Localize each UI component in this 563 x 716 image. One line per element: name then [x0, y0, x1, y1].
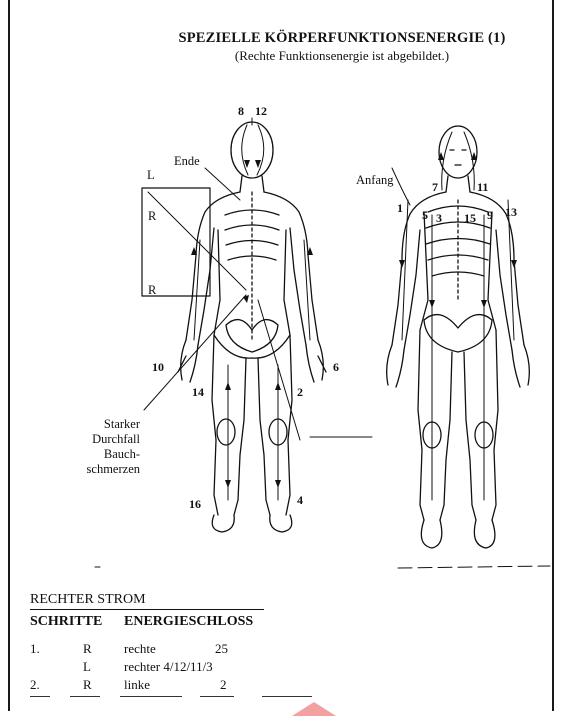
- accent-triangle: [292, 702, 336, 716]
- number-11: 11: [477, 180, 488, 195]
- number-8: 8: [238, 104, 244, 119]
- row1-value: 25: [215, 641, 228, 657]
- label-ende: Ende: [174, 154, 200, 169]
- row3-side: R: [83, 677, 92, 693]
- number-10: 10: [152, 360, 164, 375]
- number-6: 6: [333, 360, 339, 375]
- number-3: 3: [436, 211, 442, 226]
- row-rule-5: [262, 696, 312, 697]
- number-9: 9: [487, 208, 493, 223]
- row2-lock: rechter 4/12/11/3: [124, 659, 213, 675]
- row-rule-1: [30, 696, 50, 697]
- note-line-4: schmerzen: [87, 462, 140, 477]
- front-body-figure: [387, 126, 530, 548]
- row1-lock: rechte: [124, 641, 156, 657]
- label-l: L: [147, 168, 155, 183]
- number-12: 12: [255, 104, 267, 119]
- label-anfang: Anfang: [356, 173, 394, 188]
- row2-side: L: [83, 659, 91, 675]
- number-15: 15: [464, 211, 476, 226]
- label-r-upper: R: [148, 209, 156, 224]
- number-14: 14: [192, 385, 204, 400]
- back-body-figure: [142, 118, 326, 532]
- number-1: 1: [397, 201, 403, 216]
- number-5: 5: [422, 208, 428, 223]
- note-line-2: Durchfall: [92, 432, 140, 447]
- header-schritte: SCHRITTE: [30, 614, 102, 630]
- label-r-lower: R: [148, 283, 156, 298]
- row-rule-4: [200, 696, 234, 697]
- note-line-1: Starker: [104, 417, 140, 432]
- section-title: RECHTER STROM: [30, 592, 146, 608]
- number-4: 4: [297, 493, 303, 508]
- row1-step: 1.: [30, 641, 40, 657]
- note-line-3: Bauch-: [104, 447, 140, 462]
- number-13: 13: [505, 205, 517, 220]
- row3-step: 2.: [30, 677, 40, 693]
- row3-lock: linke: [124, 677, 150, 693]
- number-2: 2: [297, 385, 303, 400]
- row-rule-2: [70, 696, 100, 697]
- number-7: 7: [432, 180, 438, 195]
- row3-value: 2: [220, 677, 227, 693]
- section-rule: [30, 609, 264, 610]
- row-rule-3: [120, 696, 182, 697]
- number-16: 16: [189, 497, 201, 512]
- header-energieschloss: ENERGIESCHLOSS: [124, 614, 253, 630]
- row1-side: R: [83, 641, 92, 657]
